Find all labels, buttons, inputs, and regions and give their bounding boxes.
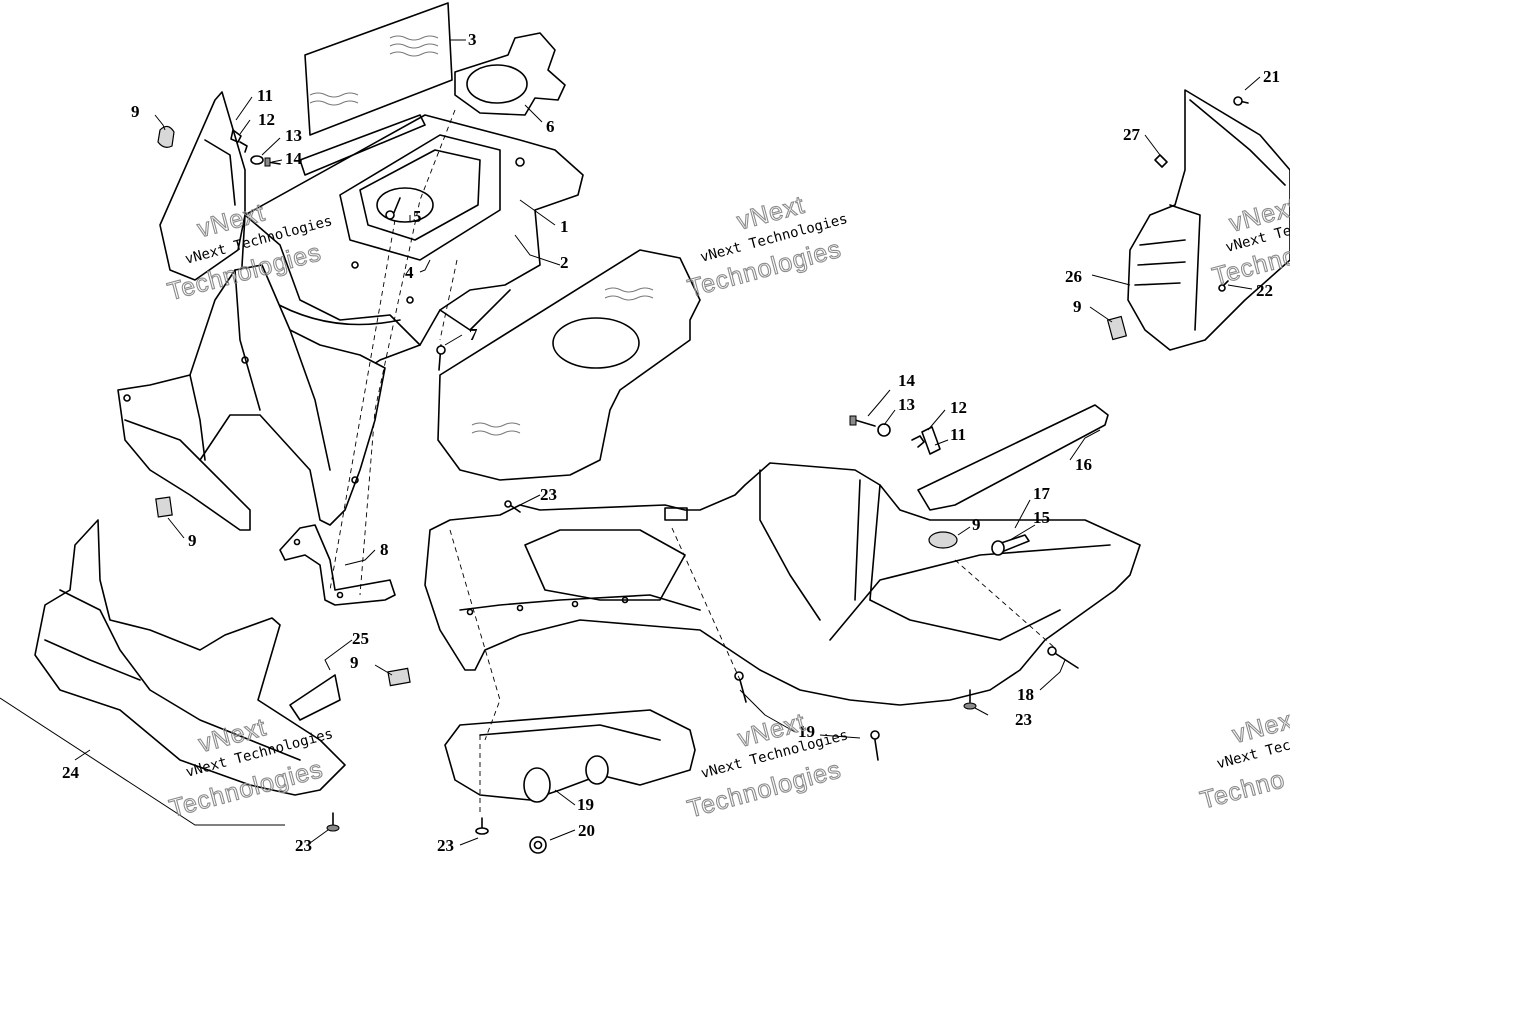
callout-14-left: 14 bbox=[285, 149, 303, 168]
callout-19-bottom: 22 bbox=[1256, 281, 1273, 300]
callout-9-right: 9 bbox=[1073, 297, 1082, 316]
callout-3: 3 bbox=[468, 30, 477, 49]
right-blank-area bbox=[1290, 0, 1536, 1024]
leader-lines bbox=[0, 39, 1261, 846]
callout-26: 26 bbox=[1065, 267, 1082, 286]
callout-15: 15 bbox=[1033, 508, 1050, 527]
callout-23-center-low: 23 bbox=[437, 836, 454, 855]
callout-11-left: 11 bbox=[257, 86, 273, 105]
callout-10-right: 9 bbox=[972, 515, 981, 534]
part-16-trim bbox=[917, 404, 1109, 511]
part-10-grommet-left bbox=[157, 125, 175, 148]
part-1-console bbox=[239, 114, 584, 386]
callout-12-left: 12 bbox=[258, 110, 275, 129]
callout-2: 2 bbox=[560, 253, 569, 272]
watermark-left-top: vNext vNext Technologies Technologies bbox=[164, 198, 334, 307]
part-6-gasket bbox=[454, 32, 566, 116]
part-9-clip-left bbox=[155, 496, 173, 518]
callout-20: 19 bbox=[798, 722, 815, 741]
part-9-clip-center bbox=[387, 667, 411, 687]
part-3-decal bbox=[304, 2, 453, 136]
callout-5: 5 bbox=[413, 207, 422, 226]
callout-10-left: 9 bbox=[131, 102, 140, 121]
callout-9-left: 9 bbox=[188, 531, 197, 550]
part-2-mat bbox=[437, 249, 701, 481]
callout-9-center: 9 bbox=[350, 653, 359, 672]
part-9-clip-right bbox=[1106, 315, 1128, 341]
callout-23-left: 23 bbox=[295, 836, 312, 855]
part-21-duct bbox=[444, 709, 696, 803]
hardware bbox=[155, 96, 1249, 854]
callout-11-right: 11 bbox=[950, 425, 966, 444]
main-body bbox=[424, 462, 1141, 706]
callout-25: 25 bbox=[352, 629, 369, 648]
callout-7: 7 bbox=[469, 325, 478, 344]
svg-text:Techno: Techno bbox=[1197, 765, 1288, 814]
watermark-center-top: vNext vNext Technologies Technologies bbox=[684, 190, 849, 303]
callout-14-right: 14 bbox=[898, 371, 916, 390]
callout-24: 24 bbox=[62, 763, 80, 782]
callout-18: 18 bbox=[1017, 685, 1034, 704]
callout-13-right: 13 bbox=[898, 395, 915, 414]
callout-16: 16 bbox=[1075, 455, 1092, 474]
callout-4: 4 bbox=[405, 263, 414, 282]
left-cowl-panel bbox=[159, 91, 246, 281]
callout-13-left: 13 bbox=[285, 126, 302, 145]
lower-frame bbox=[117, 264, 386, 531]
callout-23-right: 23 bbox=[1015, 710, 1032, 729]
part-8-bracket bbox=[279, 524, 396, 606]
callout-17: 17 bbox=[1033, 484, 1051, 503]
callout-1: 1 bbox=[560, 217, 569, 236]
callout-8: 8 bbox=[380, 540, 389, 559]
callout-21: 19 bbox=[577, 795, 594, 814]
callout-19-top: 21 bbox=[1263, 67, 1280, 86]
callout-6: 6 bbox=[546, 117, 555, 136]
part-24-skid bbox=[34, 519, 346, 796]
callout-12-right: 12 bbox=[950, 398, 967, 417]
part-10-grommet-right bbox=[928, 531, 958, 549]
callout-22: 20 bbox=[578, 821, 595, 840]
callout-27: 27 bbox=[1123, 125, 1141, 144]
watermark-center-bottom: vNext vNext Technologies Technologies bbox=[684, 708, 850, 824]
callout-23-top: 23 bbox=[540, 485, 557, 504]
callout-labels: 3 6 1 2 5 4 7 9 11 12 13 14 9 8 25 9 24 … bbox=[62, 30, 1280, 855]
